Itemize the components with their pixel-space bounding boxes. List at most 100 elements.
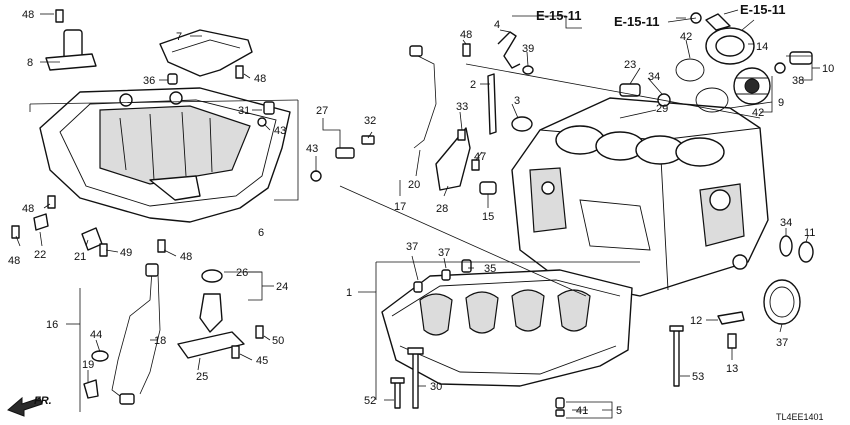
callout-46: 43 — [274, 125, 286, 137]
callout-49: 50 — [272, 335, 284, 347]
callout-50: 48 — [22, 203, 34, 215]
callout-30: 30 — [430, 381, 442, 393]
bolts — [390, 325, 684, 409]
callout-43: 43 — [306, 143, 318, 155]
callout-27: 27 — [316, 105, 328, 117]
callout-4: 4 — [494, 19, 500, 31]
callout-32: 32 — [364, 115, 376, 127]
harness — [111, 269, 153, 403]
gear-housing — [733, 67, 771, 105]
reference-label: E-15-11 — [536, 8, 582, 23]
o-ring — [201, 269, 223, 283]
callout-42: 42 — [752, 107, 764, 119]
reference-arrow — [512, 15, 582, 29]
callout-40: 41 — [576, 405, 588, 417]
bolt — [361, 135, 375, 145]
callout-16: 16 — [46, 319, 58, 331]
oil-strainer — [45, 29, 97, 71]
callout-44: 44 — [90, 329, 102, 341]
cap — [555, 409, 565, 417]
o-ring — [310, 170, 322, 182]
washer — [522, 65, 534, 75]
seal — [798, 241, 814, 263]
reference-arrow — [723, 9, 739, 15]
callout-48: 48 — [22, 9, 34, 21]
connector — [409, 45, 423, 57]
cap — [555, 397, 565, 409]
callout-51: 48 — [180, 251, 192, 263]
callout-31: 31 — [238, 105, 250, 117]
harness — [413, 55, 437, 149]
callout-35: 35 — [484, 263, 496, 275]
callout-42: 42 — [680, 31, 692, 43]
baffle-plate — [159, 29, 253, 77]
callout-25: 25 — [196, 371, 208, 383]
callout-numbers: 48 8 7 36 48 31 43 6 48 48 22 21 49 48 2… — [8, 9, 834, 417]
oil-pressure-fitting — [774, 51, 813, 74]
callout-11: 11 — [804, 227, 815, 239]
oil-hose — [497, 31, 521, 69]
callout-48: 48 — [460, 29, 472, 41]
oil-pressure-switch — [479, 181, 497, 195]
callout-2: 2 — [470, 79, 476, 91]
callout-53: 53 — [692, 371, 704, 383]
callout-33: 33 — [456, 101, 468, 113]
o-ring — [675, 58, 705, 82]
front-direction-label: FR. — [34, 395, 52, 407]
reference-arrow — [667, 17, 697, 23]
dowel-pin — [441, 269, 451, 281]
callout-34: 34 — [648, 71, 660, 83]
callout-48: 48 — [8, 255, 20, 267]
callout-21: 21 — [74, 251, 86, 263]
callout-45: 45 — [256, 355, 268, 367]
bracket — [717, 311, 745, 325]
dowel-pin — [167, 73, 178, 85]
callout-17: 17 — [394, 201, 406, 213]
callout-20: 20 — [408, 179, 420, 191]
cylinder-block — [511, 97, 769, 297]
callout-26: 26 — [236, 267, 248, 279]
callout-47: 47 — [474, 151, 486, 163]
bracket — [33, 213, 49, 231]
callout-18: 18 — [154, 335, 166, 347]
dowel-pin — [413, 281, 423, 293]
callout-7: 7 — [176, 31, 182, 43]
callout-22: 22 — [34, 249, 46, 261]
callout-10: 10 — [822, 63, 834, 75]
oil-pan — [39, 87, 291, 223]
oil-level-sensor — [199, 293, 223, 333]
callout-8: 8 — [27, 57, 33, 69]
callout-39: 38 — [792, 75, 804, 87]
callout-52: 52 — [364, 395, 376, 407]
callout-48: 48 — [254, 73, 266, 85]
dowel-pin — [461, 259, 472, 273]
bracket — [81, 227, 103, 251]
callout-13: 13 — [726, 363, 738, 375]
sensor — [263, 101, 275, 115]
plug — [511, 116, 533, 132]
callout-28: 28 — [436, 203, 448, 215]
callout-34: 34 — [780, 217, 792, 229]
diagram-code: TL4EE1401 — [776, 412, 824, 422]
callout-48: 49 — [120, 247, 132, 259]
callout-14: 14 — [756, 41, 768, 53]
bolt — [727, 333, 737, 349]
callout-19: 19 — [82, 359, 94, 371]
o-ring — [695, 87, 729, 113]
lower-block — [381, 269, 633, 387]
reference-label: E-15-11 — [614, 14, 660, 29]
reference-label: E-15-11 — [740, 2, 786, 17]
callout-29: 29 — [656, 103, 668, 115]
knock-sensor — [335, 147, 355, 159]
callout-9: 9 — [778, 97, 784, 109]
callout-6: 6 — [258, 227, 264, 239]
callout-1: 1 — [346, 287, 352, 299]
callout-5: 5 — [616, 405, 622, 417]
front-direction-arrow — [7, 396, 43, 417]
callout-36: 36 — [143, 75, 155, 87]
callout-24: 24 — [276, 281, 288, 293]
dipstick-tube — [487, 73, 497, 135]
gasket-plate — [177, 331, 245, 359]
seal — [779, 235, 793, 257]
